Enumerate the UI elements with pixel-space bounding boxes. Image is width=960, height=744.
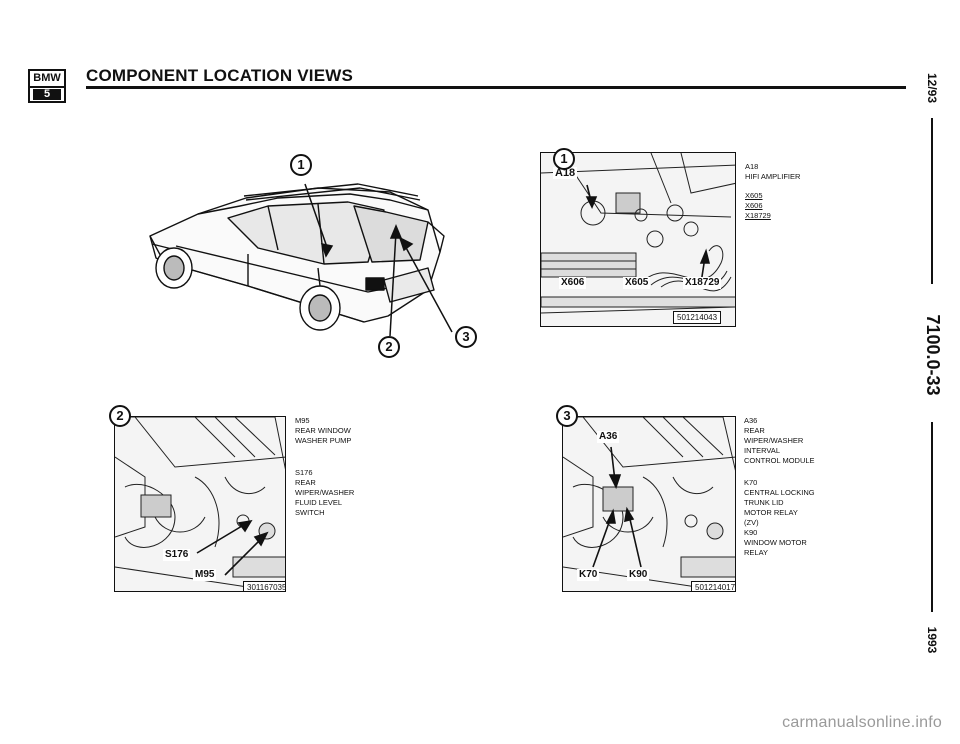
figure-2-callout-m95: M95 — [193, 569, 217, 581]
figure-2-caption: M95 REAR WINDOW WASHER PUMP S176 REAR WI… — [295, 416, 354, 518]
figure-1-callout-x605: X605 — [623, 277, 651, 289]
overview-marker-2: 2 — [378, 336, 400, 358]
figure-1-caption: A18 HIFI AMPLIFIER X605 X606 X18729 — [745, 162, 800, 221]
margin-rule-bottom — [931, 422, 933, 612]
car-drawing — [149, 183, 453, 337]
figure-1-callout-x606: X606 — [559, 277, 587, 289]
caption-line: FLUID LEVEL — [295, 498, 343, 507]
caption-line: WIPER/WASHER — [744, 436, 804, 445]
overview-marker-3: 3 — [455, 326, 477, 348]
overview-marker-1: 1 — [290, 154, 312, 176]
figure-1-callout-a18: A18 — [553, 167, 578, 179]
caption-line: WINDOW MOTOR — [744, 538, 807, 547]
caption-line: X605 — [745, 191, 763, 200]
caption-line: S176 — [295, 468, 313, 477]
caption-line: WIPER/WASHER — [295, 488, 355, 497]
figure-1-photo: A18 X606 X605 X18729 501214043 — [540, 152, 736, 327]
caption-line: M95 — [295, 416, 310, 425]
bmw-5-logo: BMW 5 — [28, 69, 66, 103]
figure-2-drawing — [115, 417, 285, 591]
figure-1-number: 1 — [553, 148, 575, 170]
caption-line: REAR — [295, 478, 316, 487]
figure-2-callout-s176: S176 — [163, 549, 191, 561]
watermark: carmanualsonline.info — [782, 714, 942, 731]
caption-line: CONTROL MODULE — [744, 456, 815, 465]
caption-line: CENTRAL LOCKING — [744, 488, 815, 497]
figure-3-photo: A36 K70 K90 501214017 — [562, 416, 736, 592]
figure-3-code: 501214017 — [691, 581, 735, 591]
figure-2-code: 301167035 — [243, 581, 285, 591]
figure-3-callout-k90: K90 — [627, 569, 650, 581]
figure-3-drawing — [563, 417, 735, 591]
caption-line: K90 — [744, 528, 758, 537]
figure-3-number: 3 — [556, 405, 578, 427]
caption-gap — [295, 446, 354, 468]
caption-line: X606 — [745, 201, 763, 210]
margin-date: 12/93 — [925, 72, 939, 104]
caption-line: X18729 — [745, 211, 771, 220]
figure-3-callout-a36: A36 — [597, 431, 620, 443]
caption-line: SWITCH — [295, 508, 325, 517]
overview-illustration: 1 2 3 — [128, 140, 500, 370]
figure-1-code: 501214043 — [673, 311, 722, 324]
caption-line: MOTOR RELAY — [744, 508, 798, 517]
figure-1-drawing — [541, 153, 735, 314]
caption-line: TRUNK LID — [744, 498, 784, 507]
logo-brand-text: BMW — [30, 71, 64, 88]
caption-line: WASHER PUMP — [295, 436, 352, 445]
margin-page-number: 7100.0-33 — [923, 314, 943, 396]
margin-year: 1993 — [925, 626, 939, 654]
caption-line: A18 — [745, 162, 759, 171]
figure-1-callout-x18729: X18729 — [683, 277, 722, 289]
caption-line: REAR WINDOW — [295, 426, 351, 435]
figure-2-number: 2 — [109, 405, 131, 427]
caption-line: RELAY — [744, 548, 769, 557]
caption-line: REAR — [744, 426, 765, 435]
caption-line: A36 — [744, 416, 758, 425]
figure-3-callout-k70: K70 — [577, 569, 600, 581]
caption-line: (ZV) — [744, 518, 759, 527]
page-title: COMPONENT LOCATION VIEWS — [86, 66, 354, 85]
figure-3-caption: A36 REAR WIPER/WASHER INTERVAL CONTROL M… — [744, 416, 815, 558]
caption-line: K70 — [744, 478, 758, 487]
title-rule — [86, 86, 906, 89]
figure-2-photo: S176 M95 301167035 — [114, 416, 286, 592]
caption-gap — [745, 182, 800, 191]
caption-line: HIFI AMPLIFIER — [745, 172, 801, 181]
caption-line: INTERVAL — [744, 446, 780, 455]
logo-series-text: 5 — [33, 89, 61, 100]
caption-gap — [744, 466, 815, 478]
margin-rule-top — [931, 118, 933, 284]
